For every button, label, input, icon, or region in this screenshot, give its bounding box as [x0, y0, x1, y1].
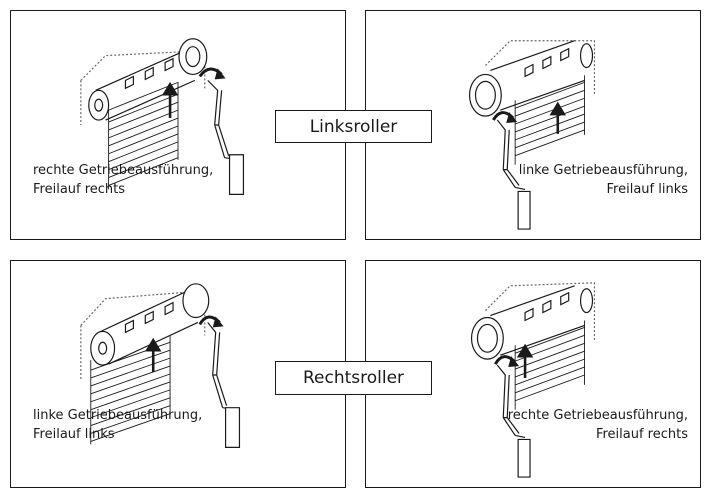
- caption-line-1: rechte Getriebeausführung,: [33, 163, 214, 178]
- caption-line-2: Freilauf links: [33, 427, 115, 442]
- caption: rechte Getriebeausführung, Freilauf rech…: [508, 406, 688, 444]
- caption-line-1: linke Getriebeausführung,: [518, 163, 688, 178]
- caption-line-1: linke Getriebeausführung,: [33, 408, 203, 423]
- caption-line-2: Freilauf rechts: [595, 427, 688, 442]
- caption: rechte Getriebeausführung, Freilauf rech…: [33, 161, 213, 199]
- caption-line-2: Freilauf links: [606, 182, 689, 197]
- caption-line-1: rechte Getriebeausführung,: [507, 408, 688, 423]
- label-text: Linksroller: [309, 116, 398, 137]
- panel-rechtsroller-right-gear: rechte Getriebeausführung, Freilauf rech…: [365, 260, 701, 488]
- label-linksroller: Linksroller: [275, 110, 432, 143]
- label-rechtsroller: Rechtsroller: [275, 361, 432, 395]
- roller-shutter-illustration: [468, 40, 596, 230]
- roller-shutter-illustration: [80, 283, 241, 448]
- roller-shutter-illustration: [80, 38, 245, 195]
- caption-line-2: Freilauf rechts: [33, 182, 126, 197]
- caption: linke Getriebeausführung, Freilauf links: [33, 406, 202, 444]
- panel-linksroller-left-gear: linke Getriebeausführung, Freilauf links: [365, 10, 701, 240]
- caption: linke Getriebeausführung, Freilauf links: [519, 161, 688, 199]
- roller-shutter-illustration: [470, 282, 596, 478]
- label-text: Rechtsroller: [302, 368, 405, 388]
